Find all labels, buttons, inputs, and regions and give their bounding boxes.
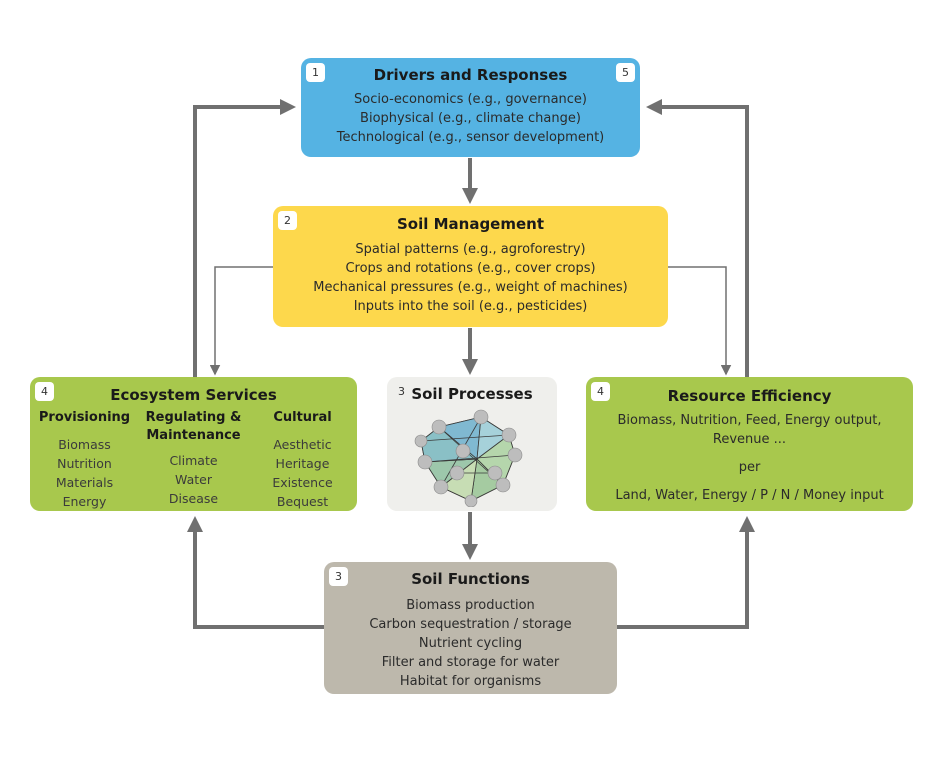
resource-efficiency-box: 4 Resource Efficiency Biomass, Nutrition… (586, 377, 913, 511)
functions-line: Nutrient cycling (418, 636, 523, 651)
service-item: Water (175, 472, 212, 487)
step-number: 1 (306, 63, 325, 82)
arrow-management-to-efficiency (668, 266, 732, 376)
arrow-functions-to-services (187, 516, 324, 629)
service-item: Climate (169, 453, 218, 468)
functions-line: Biomass production (406, 598, 535, 613)
soil-functions-title: Soil Functions (411, 570, 530, 588)
service-item: Bequest (276, 494, 329, 509)
step-number: 4 (35, 382, 54, 401)
column-heading: Cultural (273, 410, 332, 425)
ecosystem-services-box: 4 Ecosystem Services Provisioning Biomas… (30, 377, 357, 511)
management-line: Inputs into the soil (e.g., pesticides) (353, 299, 588, 314)
step-number: 5 (616, 63, 635, 82)
drivers-line: Biophysical (e.g., climate change) (360, 111, 581, 126)
arrow-efficiency-to-drivers (646, 99, 749, 377)
functions-line: Filter and storage for water (381, 655, 560, 670)
regulating-column: Regulating & Maintenance Climate Water D… (139, 409, 248, 511)
soil-management-title: Soil Management (396, 215, 545, 233)
functions-line: Carbon sequestration / storage (369, 617, 572, 632)
arrow-functions-to-efficiency (617, 516, 755, 629)
service-item: Heritage (275, 456, 330, 471)
efficiency-line: per (738, 460, 761, 475)
functions-line: Habitat for organisms (399, 674, 542, 689)
management-line: Spatial patterns (e.g., agroforestry) (355, 242, 586, 257)
management-line: Mechanical pressures (e.g., weight of ma… (313, 280, 628, 295)
soil-processes-title: Soil Processes (411, 385, 533, 403)
step-number: 2 (278, 211, 297, 230)
soil-process-network-graphic (414, 409, 523, 507)
step-number: 3 (398, 385, 405, 398)
column-heading: Regulating & (145, 410, 242, 425)
soil-processes-box: 3 Soil Processes (387, 377, 557, 511)
cultural-column: Cultural Aesthetic Heritage Existence Be… (248, 409, 357, 511)
drivers-box: 1 5 Drivers and Responses Socio-economic… (301, 58, 640, 157)
service-item: Materials (55, 475, 114, 490)
provisioning-column: Provisioning Biomass Nutrition Materials… (30, 409, 139, 511)
arrow-management-to-services (209, 266, 273, 376)
service-item: Nutrition (57, 456, 112, 471)
service-item: Existence (272, 475, 333, 490)
efficiency-line: Biomass, Nutrition, Feed, Energy output, (617, 413, 882, 428)
soil-management-box: 2 Soil Management Spatial patterns (e.g.… (273, 206, 668, 327)
column-heading: Provisioning (38, 410, 131, 425)
service-item: Biomass (58, 437, 111, 452)
column-heading: Maintenance (146, 428, 241, 443)
drivers-line: Technological (e.g., sensor development) (336, 130, 605, 145)
ecosystem-services-title: Ecosystem Services (110, 386, 277, 404)
step-number: 3 (329, 567, 348, 586)
arrow-services-to-drivers (193, 99, 296, 377)
soil-functions-box: 3 Soil Functions Biomass production Carb… (324, 562, 617, 694)
management-line: Crops and rotations (e.g., cover crops) (345, 261, 596, 276)
efficiency-line: Land, Water, Energy / P / N / Money inpu… (615, 488, 884, 503)
service-item: Energy (62, 494, 107, 509)
step-number: 4 (591, 382, 610, 401)
drivers-line: Socio-economics (e.g., governance) (354, 92, 587, 107)
resource-efficiency-title: Resource Efficiency (667, 387, 832, 405)
service-item: Disease (168, 491, 219, 506)
efficiency-line: Revenue ... (712, 432, 787, 447)
service-item: Aesthetic (273, 437, 332, 452)
drivers-title: Drivers and Responses (373, 66, 568, 84)
